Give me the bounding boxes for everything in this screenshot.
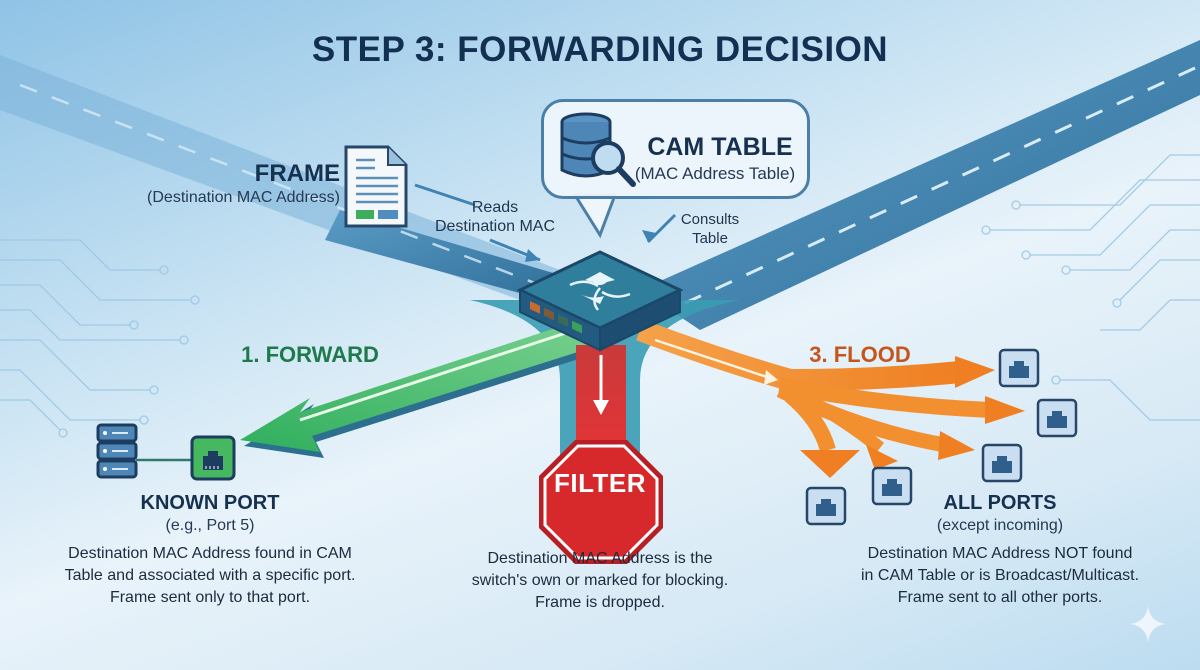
ethernet-port-icon <box>805 486 847 526</box>
consults-annotation: Consults Table <box>665 210 755 248</box>
frame-title: FRAME <box>254 160 340 187</box>
frame-subtitle: (Destination MAC Address) <box>147 189 340 206</box>
filter-stop-sign-icon <box>539 440 663 564</box>
flood-description: Destination MAC Address NOT found in CAM… <box>820 543 1180 609</box>
flood-desc-line: Destination MAC Address NOT found <box>867 545 1133 562</box>
forward-label: 1. FORWARD <box>241 342 379 367</box>
consults-line-2: Table <box>692 230 728 247</box>
consults-line-1: Consults <box>680 211 740 228</box>
flood-title: ALL PORTS <box>943 492 1057 514</box>
forward-title: KNOWN PORT <box>140 492 280 514</box>
filter-section: Destination MAC Address is the switch's … <box>440 548 760 614</box>
road-right-incoming <box>640 40 1200 330</box>
filter-description: Destination MAC Address is the switch's … <box>440 548 760 614</box>
ethernet-port-icon <box>981 443 1023 483</box>
forward-description: Destination MAC Address found in CAM Tab… <box>40 543 380 609</box>
cam-table-title: CAM TABLE <box>647 133 793 161</box>
flood-desc-line: in CAM Table or is Broadcast/Multicast. <box>860 567 1140 584</box>
flood-arrows <box>636 319 1025 478</box>
network-switch-icon <box>516 250 684 352</box>
reads-line-1: Reads <box>471 199 519 216</box>
flood-label: 3. FLOOD <box>809 342 911 367</box>
filter-desc-line: Frame is dropped. <box>535 594 665 611</box>
page-title: STEP 3: FORWARDING DECISION <box>311 30 889 69</box>
bubble-pointer <box>572 193 618 239</box>
forward-desc-line: Frame sent only to that port. <box>109 589 311 606</box>
forward-section: KNOWN PORT (e.g., Port 5) Destination MA… <box>40 492 380 609</box>
switch-ports <box>530 301 582 334</box>
forward-arrow <box>240 320 604 458</box>
forward-desc-line: Table and associated with a specific por… <box>64 567 356 584</box>
ethernet-port-icon <box>871 466 913 506</box>
filter-path <box>576 345 626 445</box>
flood-ports <box>805 348 1078 526</box>
road-left-incoming <box>0 55 560 300</box>
flood-section: ALL PORTS (except incoming) Destination … <box>820 492 1180 609</box>
sparkle-icon <box>1130 606 1166 642</box>
reads-annotation: Reads Destination MAC <box>430 198 560 236</box>
ethernet-port-icon <box>998 348 1040 388</box>
circuit-traces-left <box>0 239 200 438</box>
filter-desc-line: Destination MAC Address is the <box>487 550 713 567</box>
flood-desc-line: Frame sent to all other ports. <box>897 589 1103 606</box>
forward-subtitle: (e.g., Port 5) <box>165 517 255 534</box>
circuit-traces-right <box>981 154 1200 421</box>
cam-table-subtitle: (MAC Address Table) <box>634 164 796 183</box>
known-port-icon <box>190 435 236 481</box>
reads-line-2: Destination MAC <box>434 218 556 235</box>
ethernet-port-icon <box>1036 398 1078 438</box>
document-icon <box>344 145 408 228</box>
filter-desc-line: switch's own or marked for blocking. <box>471 572 729 589</box>
forward-desc-line: Destination MAC Address found in CAM <box>68 545 352 562</box>
filter-label: FILTER <box>553 468 647 498</box>
server-icon <box>96 423 138 479</box>
flood-subtitle: (except incoming) <box>936 517 1064 534</box>
